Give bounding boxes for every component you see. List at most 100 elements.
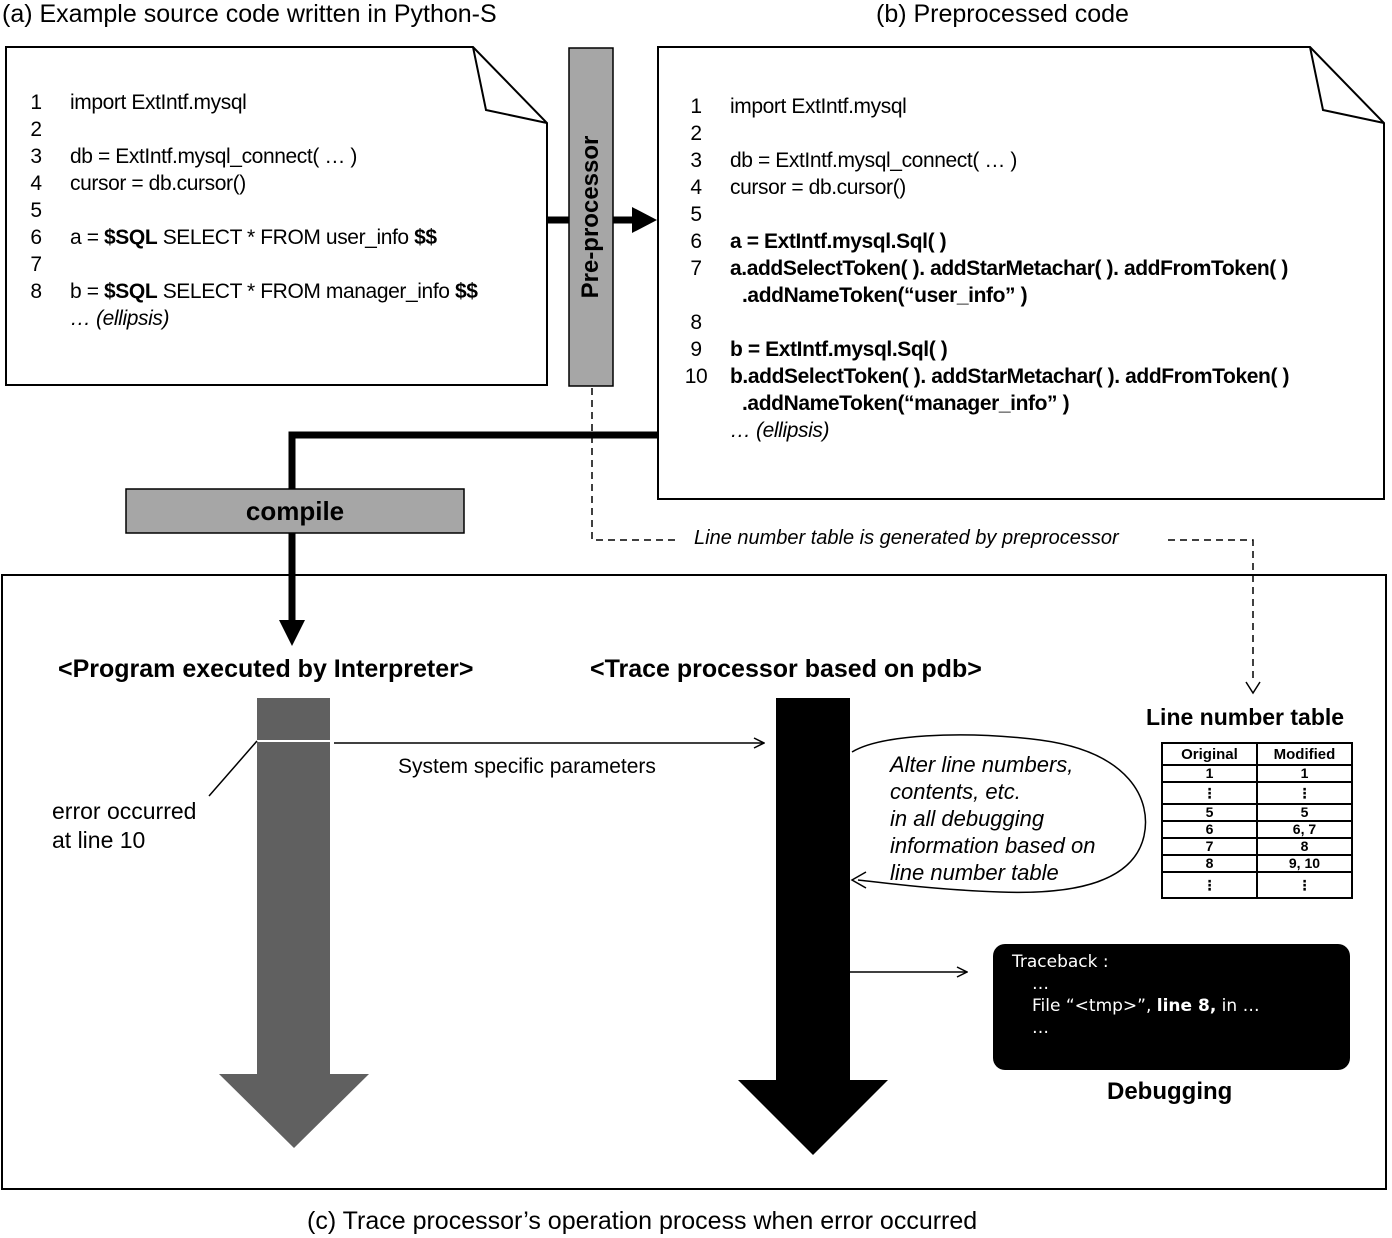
alter-note-line: Alter line numbers, (890, 752, 1074, 777)
trace-process-frame (1, 574, 1387, 1190)
source-line: 6 a = $SQL SELECT * FROM user_info $$ (24, 224, 534, 251)
table-cell: 8 (1255, 837, 1354, 856)
source-line: 4 cursor = db.cursor() (24, 170, 534, 197)
preprocessed-line: 9 b = ExtIntf.mysql.Sql( ) (684, 336, 1374, 363)
line-text: a.addSelectToken( ). addStarMetachar( ).… (730, 257, 1288, 280)
table-cell: 5 (1255, 803, 1354, 822)
traceback-console (993, 944, 1350, 1070)
line-number: 3 (30, 145, 42, 168)
source-line: 2 (24, 116, 534, 143)
line-number: 2 (690, 122, 702, 145)
line-number: 5 (690, 203, 702, 226)
line-text: import ExtIntf.mysql (730, 95, 907, 118)
table-cell: ⋮ (1255, 871, 1354, 899)
table-row: ⋮⋮ (1161, 781, 1354, 805)
table-cell: 5 (1161, 803, 1258, 822)
preprocessed-code: 1 import ExtIntf.mysql 2 3 db = ExtIntf.… (684, 93, 1374, 453)
alter-note-ellipse (851, 734, 1147, 894)
preprocessed-line: 10 b.addSelectToken( ). addStarMetachar(… (684, 363, 1374, 390)
caption-a: (a) Example source code written in Pytho… (2, 0, 497, 28)
source-line: 1 import ExtIntf.mysql (24, 89, 534, 116)
preprocessed-line: 2 (684, 120, 1374, 147)
line-number: 10 (684, 365, 708, 388)
alter-note-line: information based on (890, 833, 1096, 858)
traceback-line: … (1032, 974, 1049, 994)
error-note-line: error occurred (52, 798, 197, 824)
table-cell: 6, 7 (1255, 820, 1354, 839)
preprocessor-label: Pre-processor (577, 135, 604, 299)
line-number-table-title: Line number table (1146, 704, 1345, 730)
preprocessed-line: 3 db = ExtIntf.mysql_connect( … ) (684, 147, 1374, 174)
source-code-page (5, 46, 548, 386)
source-ellipsis: … (ellipsis) (70, 307, 170, 330)
line-text: b.addSelectToken( ). addStarMetachar( ).… (730, 365, 1290, 388)
line-number: 8 (30, 280, 42, 303)
interpreter-arrow-head (219, 1074, 369, 1148)
alter-note-line: contents, etc. (890, 779, 1021, 804)
line-text: cursor = db.cursor() (730, 176, 906, 199)
line-text: a = $SQL SELECT * FROM user_info $$ (70, 226, 437, 249)
traceback-line: … (1032, 1018, 1049, 1038)
preprocessed-line: 1 import ExtIntf.mysql (684, 93, 1374, 120)
table-cell: 8 (1161, 854, 1258, 873)
line-text: cursor = db.cursor() (70, 172, 246, 195)
preprocessor-to-preprocessed-arrow-head (632, 207, 657, 233)
compile-label: compile (245, 496, 345, 526)
line-number: 7 (690, 257, 702, 280)
line-number: 5 (30, 199, 42, 222)
table-cell: ⋮ (1161, 871, 1258, 899)
line-text: b = $SQL SELECT * FROM manager_info $$ (70, 280, 478, 303)
preprocessed-code-page (657, 46, 1385, 500)
table-cell: ⋮ (1161, 781, 1258, 805)
line-number: 1 (30, 91, 42, 114)
compile-path (288, 431, 658, 622)
trace-arrow-shaft (776, 698, 850, 1082)
line-table-note: Line number table is generated by prepro… (694, 527, 1119, 549)
preprocessed-line: 6 a = ExtIntf.mysql.Sql( ) (684, 228, 1374, 255)
compile-arrow-head (279, 620, 305, 646)
line-text: .addNameToken(“manager_info” ) (742, 392, 1070, 415)
caption-b: (b) Preprocessed code (876, 0, 1129, 28)
alter-note-arrow-head (850, 871, 867, 889)
line-table-dashed-arrow-head (1245, 681, 1261, 695)
alter-note: Alter line numbers, contents, etc. in al… (890, 751, 1095, 886)
line-number: 6 (690, 230, 702, 253)
line-text: db = ExtIntf.mysql_connect( … ) (730, 149, 1017, 172)
alter-note-line: line number table (890, 860, 1059, 885)
line-number: 9 (690, 338, 702, 361)
line-number: 7 (30, 253, 42, 276)
preprocessed-line: 4 cursor = db.cursor() (684, 174, 1374, 201)
source-line: 5 (24, 197, 534, 224)
preprocessed-line: 7 a.addSelectToken( ). addStarMetachar( … (684, 255, 1374, 282)
line-table-dashed-path-right (1168, 539, 1254, 680)
line-number: 1 (690, 95, 702, 118)
header-original: Original (1161, 742, 1258, 766)
preprocessed-line: .addNameToken(“manager_info” ) (684, 390, 1374, 417)
error-callout-line (208, 740, 258, 797)
preprocessed-code-fold (1309, 46, 1385, 124)
table-cell: 6 (1161, 820, 1258, 839)
compile-box (125, 488, 465, 534)
error-note-line: at line 10 (52, 827, 146, 853)
preprocessed-line: 5 (684, 201, 1374, 228)
source-code-fold (472, 46, 548, 124)
source-code: 1 import ExtIntf.mysql 2 3 db = ExtIntf.… (24, 89, 534, 349)
preprocessor-bar (568, 47, 614, 387)
line-table-dashed-path-left (591, 388, 680, 541)
traceback-title: Traceback : (1012, 952, 1109, 972)
line-text: a = ExtIntf.mysql.Sql( ) (730, 230, 947, 253)
table-cell: ⋮ (1255, 781, 1354, 805)
program-heading: <Program executed by Interpreter> (58, 655, 474, 683)
trace-heading: <Trace processor based on pdb> (590, 655, 982, 683)
table-cell: 9, 10 (1255, 854, 1354, 873)
table-cell: 1 (1161, 764, 1258, 783)
source-line: 3 db = ExtIntf.mysql_connect( … ) (24, 143, 534, 170)
error-note: error occurred at line 10 (52, 797, 196, 855)
